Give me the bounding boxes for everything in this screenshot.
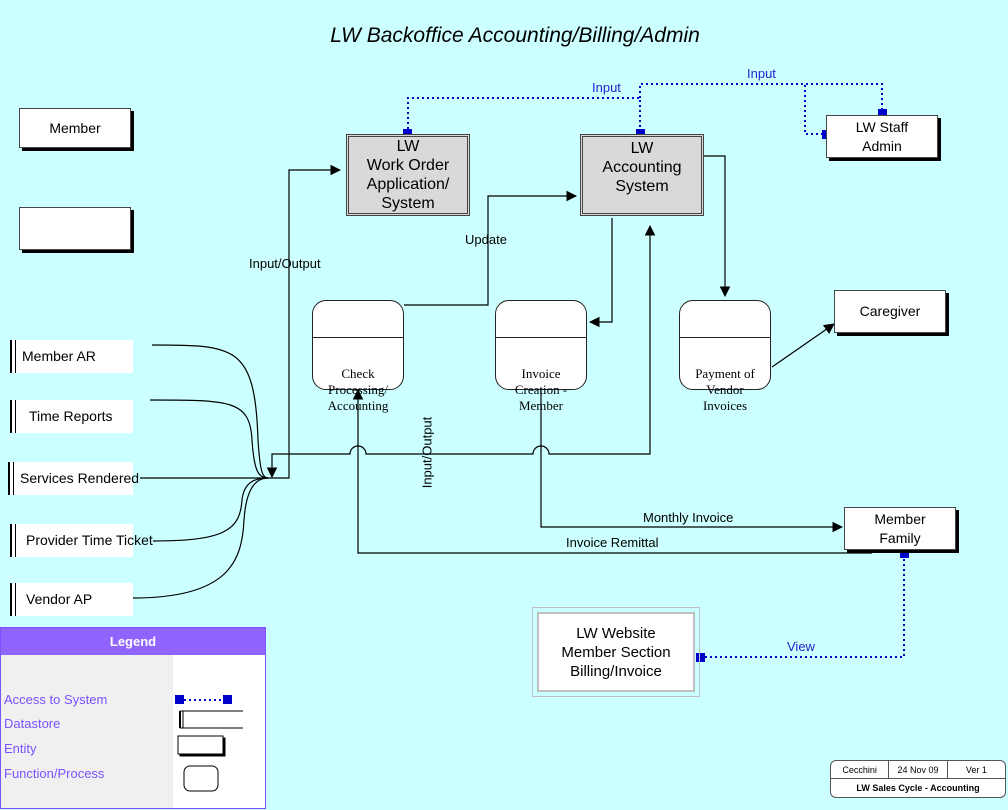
entity-lw-staff-admin[interactable]: LW Staff Admin — [826, 115, 938, 158]
process-symbol — [183, 765, 219, 792]
access-staff-admin — [639, 83, 826, 135]
legend-panel: Legend Access to System Datastore Entity… — [0, 627, 266, 809]
datastore-label: Vendor AP — [26, 591, 93, 607]
legend-symbol-art — [175, 695, 243, 792]
entity-member-family[interactable]: Member Family — [844, 507, 956, 550]
flow-update — [404, 190, 578, 306]
system-work-order[interactable]: LW Work Order Application/ System — [346, 134, 470, 216]
legend-symbols — [173, 655, 265, 808]
legend-access-to-system: Access to System — [4, 692, 108, 707]
flow-payment-to-caregiver — [771, 323, 835, 368]
label-input-2: Input — [747, 66, 776, 81]
datastore-label: Provider Time Ticket — [26, 532, 153, 548]
flow-bus-to-accounting — [266, 224, 656, 479]
legend-entity: Entity — [4, 741, 37, 756]
label-update: Update — [465, 232, 507, 247]
label-invoice-remittal: Invoice Remittal — [566, 535, 659, 550]
flow-accounting-to-payment — [704, 155, 731, 298]
system-accounting[interactable]: LW Accounting System — [580, 134, 704, 216]
process-label: Check Processing/ Accounting — [327, 366, 389, 413]
flow-member-ar — [151, 344, 269, 479]
access-staff-admin-2 — [639, 83, 883, 113]
process-tab — [680, 317, 770, 338]
entity-caregiver[interactable]: Caregiver — [834, 290, 946, 333]
process-tab — [496, 317, 586, 338]
entity-member[interactable]: Member — [19, 108, 131, 148]
footer-version: Ver 1 — [965, 764, 987, 775]
lw-website-member-section[interactable]: LW Website Member Section Billing/Invoic… — [532, 607, 700, 697]
flow-accounting-to-invoice — [588, 218, 613, 328]
entity-blank[interactable] — [19, 207, 131, 250]
process-payment-vendor[interactable]: Payment of Vendor Invoices — [679, 300, 771, 413]
label-input-1: Input — [592, 80, 621, 95]
datastore-services-rendered[interactable]: Services Rendered — [8, 462, 139, 495]
flow-monthly-invoice — [540, 390, 844, 533]
footer-date: 24 Nov 09 — [889, 761, 948, 778]
datastore-member-ar[interactable]: Member AR — [10, 340, 133, 373]
flow-invoice-remittal — [352, 388, 872, 554]
label-monthly-invoice: Monthly Invoice — [643, 510, 734, 525]
datastore-symbol — [179, 710, 243, 729]
legend-header: Legend — [1, 628, 265, 655]
entity-symbol — [177, 735, 224, 755]
footer-author: Cecchini — [831, 761, 890, 778]
process-label: Payment of Vendor Invoices — [695, 366, 755, 413]
datastore-label: Member AR — [22, 348, 96, 364]
label-view: View — [787, 639, 815, 654]
access-line-symbol — [175, 695, 232, 704]
datastore-label: Services Rendered — [20, 470, 140, 486]
datastore-vendor-ap[interactable]: Vendor AP — [10, 583, 133, 616]
access-work-order — [407, 97, 641, 134]
legend-function-process: Function/Process — [4, 766, 105, 781]
diagram-title: LW Backoffice Accounting/Billing/Admin — [330, 24, 700, 47]
flow-vendor-ap — [132, 477, 269, 599]
title-block: Cecchini 24 Nov 09 Ver 1 LW Sales Cycle … — [830, 760, 1006, 798]
process-check-processing[interactable]: Check Processing/ Accounting — [312, 300, 404, 413]
process-label: Invoice Creation - Member — [514, 366, 568, 413]
label-input-output: Input/Output — [249, 256, 321, 271]
datastore-time-reports[interactable]: Time Reports — [10, 400, 133, 433]
process-invoice-creation[interactable]: Invoice Creation - Member — [495, 300, 587, 413]
flow-provider — [152, 477, 269, 542]
process-tab — [313, 317, 403, 338]
datastore-label: Time Reports — [29, 408, 113, 424]
label-input-output-vertical: Input/Output — [419, 416, 435, 489]
datastore-provider-time-ticket[interactable]: Provider Time Ticket — [10, 524, 153, 557]
footer-caption: LW Sales Cycle - Accounting — [856, 783, 980, 793]
flow-time-reports — [149, 399, 269, 479]
legend-datastore: Datastore — [4, 716, 61, 731]
